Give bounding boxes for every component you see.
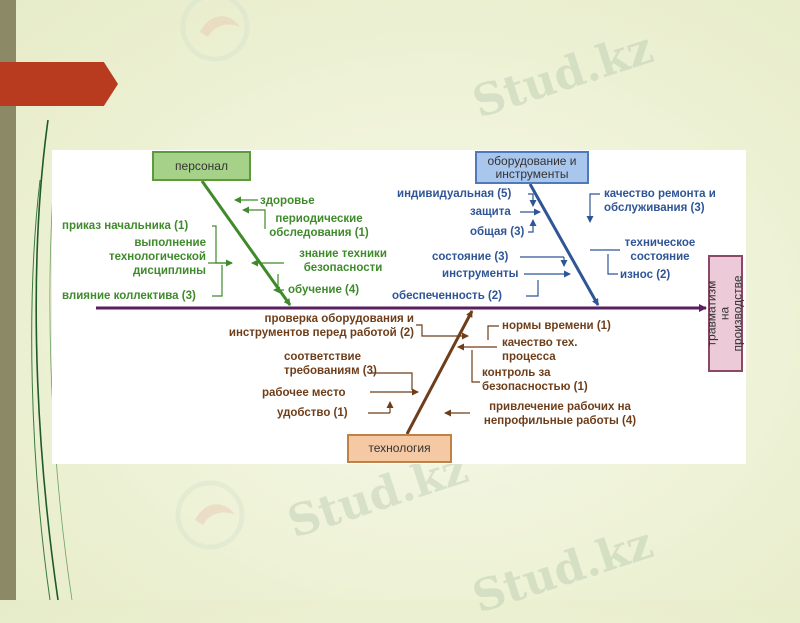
category-equipment-label: оборудование и инструменты [487,153,577,181]
fishbone-diagram: персонал оборудование и инструменты техн… [52,150,746,464]
diagram-connectors [96,180,707,435]
category-technology: технология [347,434,452,463]
cause-technical-state: техническое состояние [624,237,696,263]
cause-supervisor-order: приказ начальника (1) [62,220,189,232]
cause-individual-protection: индивидуальная (5) [397,188,512,200]
watermark-logo-icon [180,0,250,62]
cause-tools: инструменты [442,268,519,280]
cause-time-norms: нормы времени (1) [502,320,611,332]
cause-safety-knowledge: знание техники безопасности [299,248,387,274]
category-equipment: оборудование и инструменты [475,151,589,184]
left-accent-bar [0,0,16,600]
watermark-logo-icon [175,480,245,550]
cause-convenience: удобство (1) [277,407,348,419]
effect-box: травматизм на производстве [705,255,746,372]
cause-discipline: выполнение технологической дисциплины [108,237,206,277]
cause-provision: обеспеченность (2) [392,290,503,302]
cause-requirements: соответствие требованиям (3) [284,351,377,377]
watermark-text: Stud.kz [466,517,659,623]
cause-repair-quality: качество ремонта и обслуживания (3) [604,188,716,214]
cause-non-core-work: привлечение рабочих на непрофильные рабо… [483,401,637,427]
category-personnel: персонал [152,151,251,181]
cause-wear: износ (2) [620,269,671,281]
cause-process-quality: качество тех. процесса [502,337,578,363]
cause-general-protection: общая (3) [470,226,525,238]
cause-training: обучение (4) [288,284,360,296]
cause-team-influence: влияние коллектива (3) [62,290,196,302]
cause-medical-checks: периодические обследования (1) [269,213,369,239]
title-arrow-tab [0,62,118,106]
cause-condition: состояние (3) [432,251,509,263]
cause-health: здоровье [260,195,315,207]
cause-equipment-check: проверка оборудования и инструментов пер… [228,313,414,339]
cause-workplace: рабочее место [262,387,346,399]
effect-label: травматизм на производстве [705,275,746,352]
cause-protection: защита [470,206,511,218]
watermark-text: Stud.kz [466,22,659,129]
cause-safety-control: контроль за безопасностью (1) [482,367,588,393]
